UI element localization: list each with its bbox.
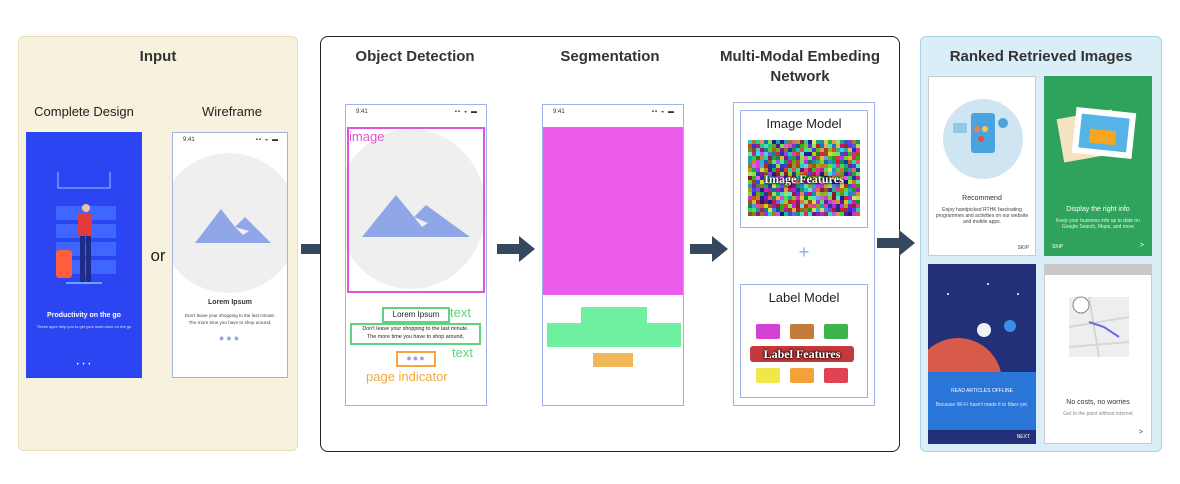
label-model-box — [740, 284, 868, 398]
arrow-icon — [877, 230, 915, 256]
image-features-label: Image Features — [764, 172, 844, 186]
segmentation-title: Segmentation — [560, 48, 660, 65]
wireframe-body-2: The more time you have to shop around, — [188, 320, 272, 325]
phone-illustration-icon — [953, 113, 1008, 153]
result-4-title: No costs, no worries — [1066, 399, 1130, 406]
indicator-label: page indicator — [366, 369, 448, 384]
result-card-3: READ ARTICLES OFFLINE Because Wi-Fi hasn… — [928, 264, 1036, 444]
segment-image — [543, 127, 683, 295]
result-1-skip[interactable]: SKIP — [1017, 245, 1029, 251]
page-indicator: • • • — [76, 362, 92, 368]
result-2-next[interactable]: > — [1139, 242, 1144, 249]
input-title: Input — [139, 48, 177, 65]
image-model-box — [740, 110, 868, 228]
segmentation-status-icons: ▪▪ ◒ ▬ — [651, 109, 675, 115]
indicator-bounding-box — [396, 351, 436, 367]
result-2-title: Display the right info — [1066, 206, 1130, 213]
image-bounding-box — [347, 127, 485, 293]
image-model-title: Image Model — [766, 116, 842, 131]
result-card-4: No costs, no worries Get to the point wi… — [1044, 264, 1152, 444]
photos-illustration-icon — [1056, 106, 1137, 163]
wireframe-body-1: Don't leave your shopping to the last mi… — [184, 313, 276, 318]
network-title-2: Network — [770, 68, 830, 85]
segmentation-screen: 9:41 ▪▪ ◒ ▬ — [542, 104, 684, 406]
result-4-body: Get to the point without internet — [1063, 411, 1133, 417]
wireframe-headline: Lorem Ipsum — [208, 299, 252, 306]
network-title-1: Multi-Modal Embeding — [720, 48, 880, 65]
status-time: 9:41 — [183, 137, 195, 143]
body-bounding-box — [350, 323, 481, 345]
result-3-banner — [928, 372, 1036, 430]
result-2-body: Keep your business info up to date on Go… — [1056, 218, 1140, 230]
detection-mountain-icon — [362, 195, 470, 237]
image-box-label: image — [349, 129, 385, 144]
detection-title-text: Lorem Ipsum — [392, 310, 440, 319]
result-card-1: Recommend Enjoy handpicked RTHK fascinat… — [928, 76, 1036, 256]
result-3-body: Because Wi-Fi hasn't made it to Mars yet… — [935, 402, 1029, 408]
detection-circle — [346, 129, 486, 289]
result-4-next[interactable]: > — [1138, 429, 1143, 436]
complete-design-screen: Productivity on the go These apps help y… — [26, 132, 142, 378]
label-model-title: Label Model — [768, 290, 840, 305]
detection-body-1: Don't leave your shopping to the last mi… — [362, 326, 469, 332]
illustration-icon — [56, 172, 116, 284]
result-1-body: Enjoy handpicked RTHK fascinating progra… — [935, 207, 1029, 225]
complete-headline: Productivity on the go — [47, 312, 121, 319]
text-label-2: text — [452, 345, 473, 360]
wireframe-screen: 9:41 ▪▪ ◒ ▬ Lorem Ipsum Don't leave your … — [172, 132, 288, 378]
result-card-2: Display the right info Keep your busines… — [1044, 76, 1152, 256]
detection-status-time: 9:41 — [356, 109, 368, 115]
wireframe-label: Wireframe — [202, 104, 262, 119]
arrow-icon — [690, 236, 728, 262]
title-bounding-box — [382, 307, 450, 323]
result-4-status-bar — [1045, 265, 1151, 275]
segment-title — [581, 307, 647, 325]
result-1-title: Recommend — [962, 195, 1002, 202]
plus-sign: + — [798, 242, 810, 262]
mountain-icon — [195, 209, 271, 243]
text-label-1: text — [450, 305, 471, 320]
space-illustration-icon — [928, 283, 1019, 372]
detection-status-icons: ▪▪ ◒ ▬ — [454, 109, 478, 115]
result-3-title: READ ARTICLES OFFLINE — [951, 388, 1013, 394]
or-label: or — [150, 246, 166, 265]
status-icons: ▪▪ ◒ ▬ — [255, 137, 279, 143]
segmentation-status-time: 9:41 — [553, 109, 565, 115]
segment-indicator — [593, 353, 633, 367]
arrow-icon — [497, 236, 535, 262]
segment-body — [547, 323, 681, 347]
label-features-icons — [750, 324, 854, 383]
detection-page-indicator: ●●● — [406, 353, 426, 363]
result-3-next[interactable]: NEXT — [1016, 434, 1030, 440]
map-illustration-icon — [1068, 296, 1130, 358]
detection-body-2: The more time you have to shop around, — [366, 334, 465, 340]
detection-screen: 9:41 ▪▪ ◒ ▬ image Lorem Ipsum text Don't … — [345, 104, 487, 406]
detection-title: Object Detection — [355, 48, 475, 65]
complete-design-label: Complete Design — [34, 104, 134, 119]
ranked-title: Ranked Retrieved Images — [949, 48, 1133, 65]
complete-body: These apps help you to get your work don… — [36, 324, 132, 329]
wireframe-page-indicator: ●●● — [218, 333, 242, 343]
label-features-label: Label Features — [763, 347, 841, 361]
result-2-skip[interactable]: SKIP — [1052, 244, 1064, 250]
image-features-mosaic — [748, 140, 860, 216]
